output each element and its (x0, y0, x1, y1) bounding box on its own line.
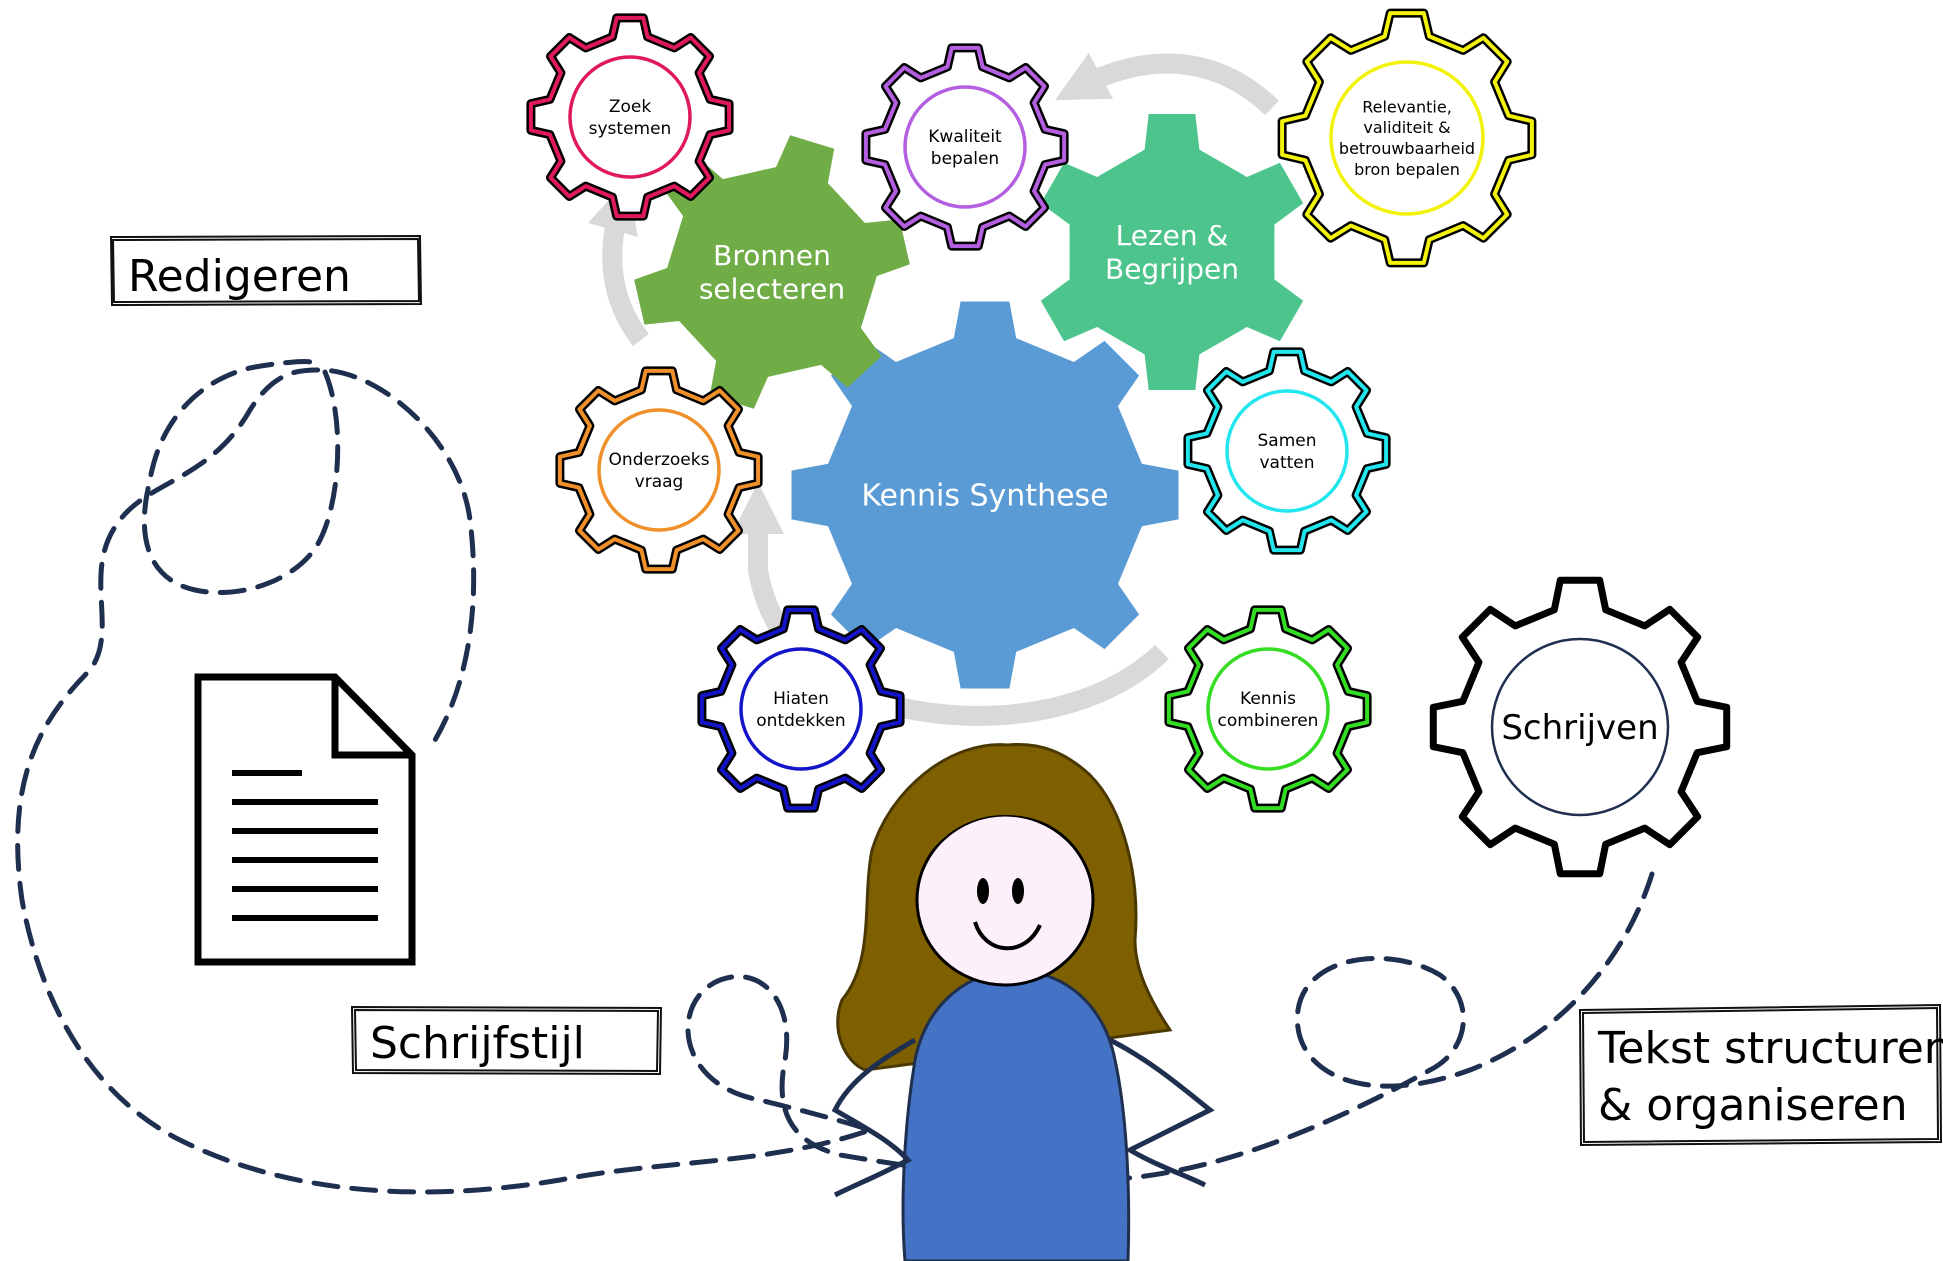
gear-samen-ring (1225, 389, 1349, 513)
left-arm (831, 1037, 917, 1198)
box-redigeren: Redigeren (109, 234, 423, 307)
gear-lezen-label: Begrijpen (1105, 253, 1239, 286)
gear-bronnen-label: Bronnen (713, 239, 831, 272)
gear-schrijven-label: Schrijven (1501, 708, 1658, 748)
gear-combineren-outline (1166, 607, 1370, 811)
gear-bronnen-label: selecteren (699, 273, 845, 306)
gear-samen-outline (1185, 349, 1389, 553)
gear-kwaliteit-outline (863, 45, 1067, 249)
gear-kwaliteit-label: Kwaliteit (928, 127, 1002, 147)
person-illustration (831, 742, 1215, 1261)
gear-lezen: Lezen &Begrijpen (1040, 114, 1304, 390)
gear-relevantie-ring (1329, 60, 1485, 216)
gear-hiaten-ring (739, 647, 863, 771)
box-redigeren-label: Redigeren (128, 251, 351, 302)
gear-zoek-label: Zoek (609, 97, 652, 117)
cycle-arrow-top (1055, 52, 1279, 116)
gear-relevantie-label: betrouwbaarheid (1339, 139, 1475, 158)
gear-hiaten-label: ontdekken (756, 711, 845, 731)
right-eye (1012, 878, 1024, 904)
bangs (915, 794, 1093, 880)
gear-samen-label: Samen (1257, 431, 1316, 451)
gear-relevantie-outline (1280, 11, 1534, 265)
left-eye (977, 878, 989, 904)
box-tekst-line2: & organiseren (1598, 1080, 1908, 1131)
gear-onderzoeks-outline (557, 368, 761, 572)
gear-zoek-ring (568, 55, 692, 179)
gear-kwaliteit-label: bepalen (931, 149, 999, 169)
box-tekst-line1: Tekst structuren (1597, 1023, 1943, 1074)
gear-onderzoeks-ring (597, 408, 721, 532)
gear-center-label: Kennis Synthese (861, 479, 1108, 514)
gear-zoek-label: systemen (589, 119, 672, 139)
gear-combineren-label: combineren (1218, 711, 1319, 731)
gear-center: Kennis Synthese (791, 301, 1179, 689)
gear-bronnen-shape (634, 135, 910, 409)
gear-zoek-outline (528, 15, 732, 219)
box-tekst-frame (1578, 1003, 1943, 1147)
body (901, 968, 1131, 1261)
right-arm (1108, 1037, 1215, 1188)
smile (973, 921, 1042, 951)
gear-relevantie: Relevantie, validiteit & betrouwbaarheid br… (1277, 8, 1537, 268)
box-redigeren-frame (109, 234, 423, 307)
gear-kwaliteit-ring (903, 85, 1027, 209)
gear-combineren-label: Kennis (1240, 689, 1296, 709)
gear-combineren-ring (1206, 647, 1330, 771)
document-icon (194, 673, 416, 966)
cycle-arrow-left (587, 179, 650, 347)
gear-hiaten-label: Hiaten (773, 689, 829, 709)
gear-schrijven: Schrijven (1429, 576, 1731, 878)
gear-lezen-shape (1040, 114, 1304, 390)
gear-center-shape (791, 301, 1179, 689)
face (915, 813, 1095, 987)
gear-hiaten-outline (699, 607, 903, 811)
gear-schrijven-ring (1490, 637, 1670, 817)
gear-lezen-label: Lezen & (1116, 219, 1229, 252)
gear-relevantie-label: Relevantie, (1362, 97, 1452, 116)
dashed-writing-path (15, 359, 1655, 1195)
box-tekst-structuren: Tekst structuren & organiseren (1578, 1003, 1943, 1147)
gear-relevantie-label: validiteit & (1363, 118, 1450, 137)
box-schrijfstijl-frame (350, 1005, 663, 1076)
box-schrijfstijl: Schrijfstijl (350, 1005, 663, 1076)
gear-samen-label: vatten (1259, 453, 1314, 473)
gear-onderzoeks-label: vraag (635, 472, 684, 492)
box-schrijfstijl-label: Schrijfstijl (370, 1018, 585, 1069)
gear-relevantie-label: bron bepalen (1354, 160, 1460, 179)
gear-onderzoeks-label: Onderzoeks (609, 450, 710, 470)
